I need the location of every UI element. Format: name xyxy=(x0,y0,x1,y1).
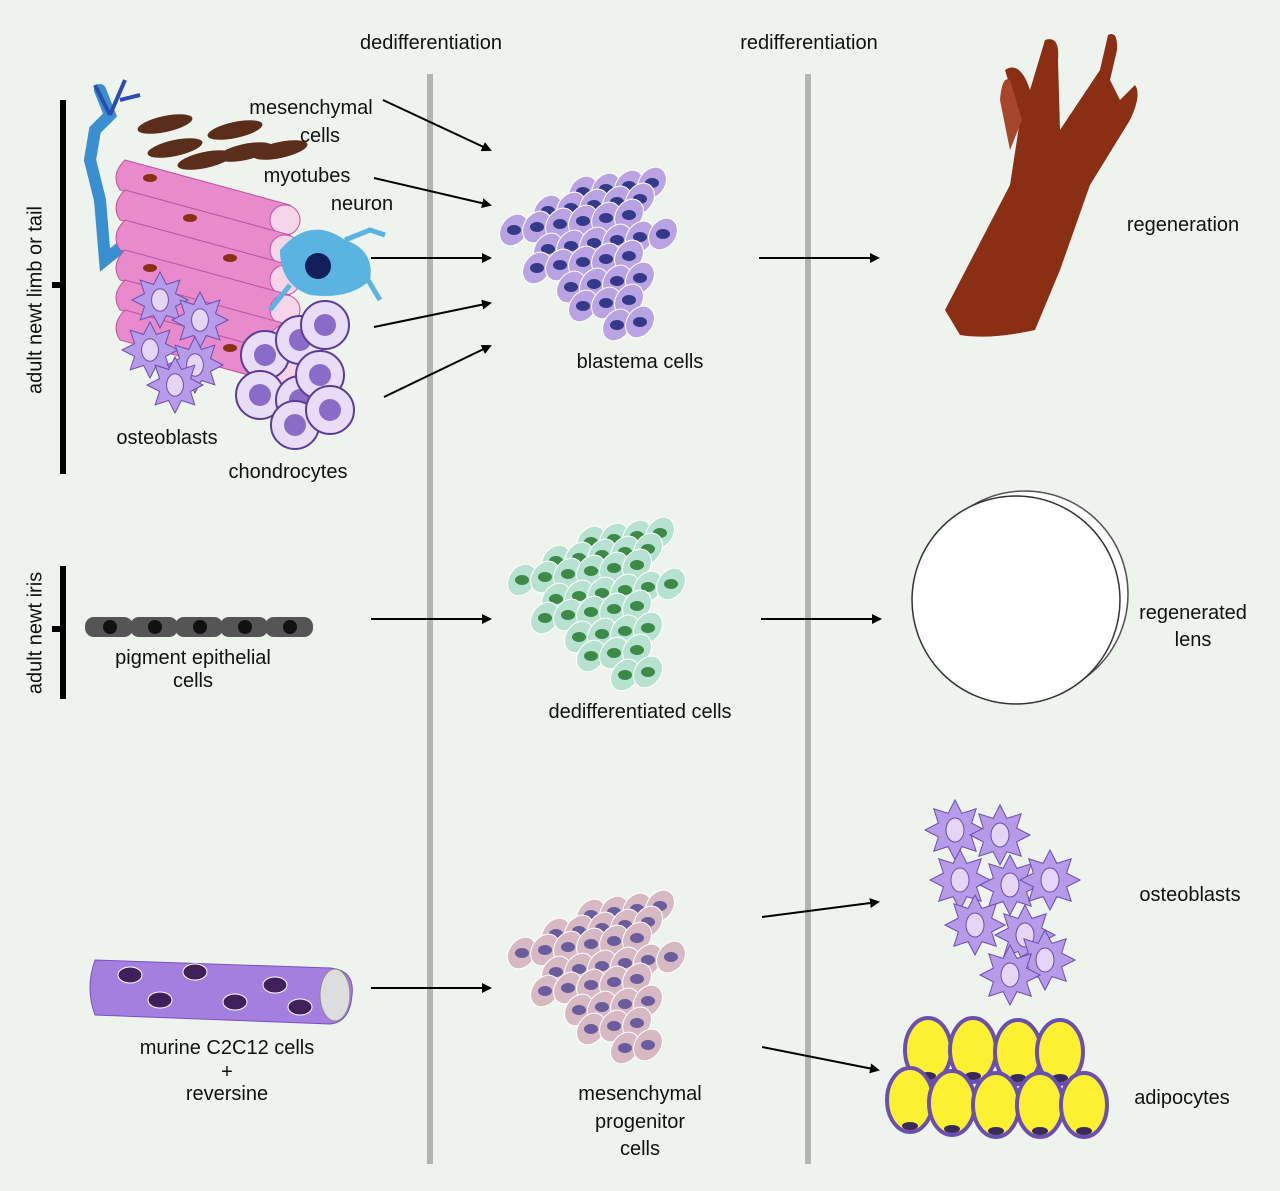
osteoblast xyxy=(978,853,1042,917)
iris-bracket xyxy=(52,566,66,699)
chondrocyte xyxy=(305,385,355,435)
nucleus xyxy=(287,998,313,1016)
mesenchymal-cell xyxy=(147,138,203,158)
osteoblast xyxy=(943,893,1007,957)
pigment-epithelial-label: pigment epithelial xyxy=(115,647,271,669)
adipocyte xyxy=(1015,1071,1065,1139)
mesenchymal-progenitor-cells-cluster xyxy=(507,889,686,1065)
redifferentiation-header: redifferentiation xyxy=(740,32,878,54)
osteoblast xyxy=(923,798,987,862)
cell xyxy=(656,567,686,601)
cell xyxy=(576,639,606,673)
blastema-cells-label: blastema cells xyxy=(576,351,704,373)
adipocytes-illustration xyxy=(885,1016,1109,1139)
neuron-body xyxy=(268,227,386,312)
osteoblasts-outcome-label: osteoblasts xyxy=(1139,884,1241,906)
cell xyxy=(499,213,529,247)
osteoblast xyxy=(1018,848,1082,912)
arrow xyxy=(761,1046,880,1074)
osteoblast xyxy=(170,290,230,350)
mesenchymal-label: mesenchymal xyxy=(249,97,373,119)
dedifferentiated-cells-label: dedifferentiated cells xyxy=(548,701,732,723)
chondrocytes-illustration xyxy=(235,300,355,450)
regenerated-limb-illustration xyxy=(945,34,1138,337)
dedifferentiation-header: dedifferentiation xyxy=(360,32,502,54)
regenerated-lens-illustration xyxy=(911,490,1129,705)
adipocytes-label: adipocytes xyxy=(1134,1087,1230,1109)
cell xyxy=(633,655,663,689)
lens-label: lens xyxy=(1174,629,1212,651)
neuron-label: neuron xyxy=(330,193,394,215)
mesenchymal-progenitor-label-3: cells xyxy=(619,1138,661,1160)
mesenchymal-cell xyxy=(207,120,263,140)
arrow xyxy=(382,99,492,152)
mesenchymal-cell xyxy=(252,140,308,160)
murine-c2c12-label: murine C2C12 cells xyxy=(139,1037,315,1059)
reversine-label: reversine xyxy=(185,1083,269,1105)
pigment-epithelial-cells-label: cells xyxy=(172,670,214,692)
adipocyte xyxy=(927,1069,977,1137)
nucleus xyxy=(147,991,173,1009)
osteoblast xyxy=(145,355,205,415)
osteoblast xyxy=(928,848,992,912)
cell xyxy=(610,658,640,692)
myotubes-label: myotubes xyxy=(263,165,351,187)
nucleus xyxy=(222,993,248,1011)
mesenchymal-progenitor-label-1: mesenchymal xyxy=(578,1083,702,1105)
cell xyxy=(530,974,560,1008)
limb-side-label: adult newt limb or tail xyxy=(24,206,47,394)
cell xyxy=(633,1028,663,1062)
iris-side-label: adult newt iris xyxy=(24,571,47,695)
osteoblast xyxy=(120,320,180,380)
cell xyxy=(656,940,686,974)
cell xyxy=(522,251,552,285)
adipocyte xyxy=(948,1016,998,1084)
limb-bracket xyxy=(52,100,66,474)
cell xyxy=(648,217,678,251)
mesenchymal-cell xyxy=(137,114,193,134)
arrow xyxy=(373,299,492,328)
osteoblast xyxy=(130,270,190,330)
cell xyxy=(507,936,537,970)
cell xyxy=(568,289,598,323)
cell xyxy=(507,563,537,597)
arrow xyxy=(761,898,880,918)
nucleus xyxy=(117,966,143,984)
mesenchymal-cells-label: cells xyxy=(299,125,341,147)
cell xyxy=(625,305,655,339)
nucleus xyxy=(262,976,288,994)
osteoblasts-source-label: osteoblasts xyxy=(116,427,218,449)
osteoblasts-illustration xyxy=(120,270,230,415)
regenerated-label: regenerated xyxy=(1139,602,1247,624)
cell xyxy=(530,601,560,635)
regeneration-label: regeneration xyxy=(1126,214,1240,236)
dedifferentiated-cells-cluster xyxy=(507,516,686,692)
adipocyte xyxy=(971,1071,1021,1139)
arrow xyxy=(383,344,492,398)
chondrocytes-label: chondrocytes xyxy=(228,461,348,483)
plus-label: + xyxy=(221,1061,233,1083)
osteoblast xyxy=(978,943,1042,1007)
adipocyte xyxy=(885,1066,935,1134)
adipocyte xyxy=(993,1018,1043,1086)
adipocyte xyxy=(1059,1071,1109,1139)
blastema-cells-cluster xyxy=(499,166,678,342)
osteoblast xyxy=(968,803,1032,867)
murine-c2c12-myotube-illustration xyxy=(89,959,353,1025)
mesenchymal-cells-illustration xyxy=(137,114,308,170)
pigment-epithelial-cells-illustration xyxy=(85,617,313,637)
mesenchymal-cell xyxy=(177,150,233,170)
arrow xyxy=(373,177,492,209)
osteoblasts-outcome-illustration xyxy=(923,798,1082,1007)
nucleus xyxy=(182,963,208,981)
mesenchymal-progenitor-label-2: progenitor xyxy=(594,1111,686,1133)
chondrocyte xyxy=(300,300,350,350)
